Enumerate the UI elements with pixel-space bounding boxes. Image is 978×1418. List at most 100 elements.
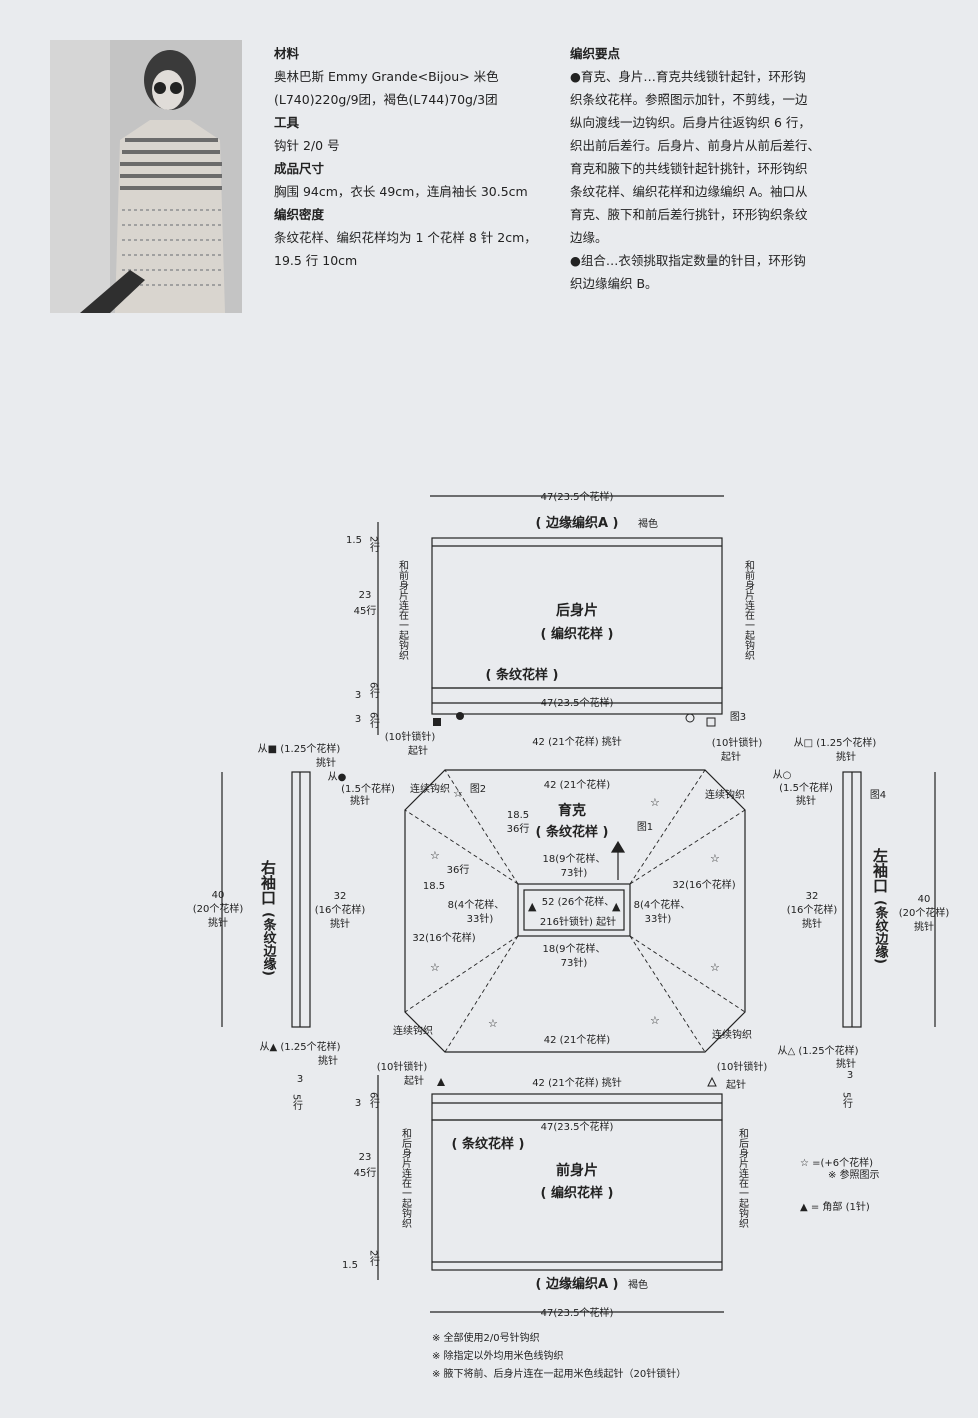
right-cuff-tri-pick: 挑针 <box>318 1054 338 1067</box>
footnote: ※ 除指定以外均用米色线钩织 <box>432 1351 564 1362</box>
yoke-depth-rows: 36行 <box>507 822 530 835</box>
points-line: 条纹花样、编织花样和边缘编织 A。袖口从 <box>570 184 808 199</box>
points-line: 织出前后差行。后身片、前身片从前后差行、 <box>570 138 821 153</box>
open-triangle-marker <box>707 1076 717 1087</box>
star-mark: ☆ <box>650 1014 660 1027</box>
yoke-side-rows: 36行 <box>447 863 470 876</box>
left-cuff-title: 左袖口 <box>871 847 889 893</box>
points-line: ●育克、身片…育克共线锁针起针，环形钩 <box>570 69 806 84</box>
cuff-pattern: (20个花样) <box>193 902 244 915</box>
dim-front-body-cm: 23 <box>359 1152 372 1163</box>
cuff-pick: 挑针 <box>208 916 228 929</box>
yoke-bottom-count: 18(9个花样、 <box>543 942 606 955</box>
right-cuff-pick15: (1.5个花样) <box>341 782 395 795</box>
gauge-line1: 条纹花样、编织花样均为 1 个花样 8 针 2cm， <box>274 230 537 245</box>
back-edge-label: ( 边缘编织A ) <box>536 515 619 531</box>
star-mark: ☆ <box>650 796 660 809</box>
corner-marker: ▲ <box>528 900 537 913</box>
yoke-right-side: 32(16个花样) <box>672 878 735 891</box>
front-edge-color: 褐色 <box>628 1278 648 1291</box>
front-body-outline <box>431 1119 723 1271</box>
back-hem-width: 47(23.5个花样) <box>541 696 614 709</box>
spec-column: 材料 奥林巴斯 Emmy Grande<Bijou> 米色 (L740)220g… <box>274 42 554 272</box>
dim-edge-cm: 1.5 <box>346 535 362 546</box>
front-side-join-left: 和后身片连在一起钩织 <box>400 1128 412 1229</box>
yoke-top-width: 42 (21个花样) <box>544 778 611 791</box>
left-inner-16: (16个花样) <box>787 903 838 916</box>
dim-diff-rows: 6行 <box>368 712 380 729</box>
cont-label-br: 连续钩织 <box>712 1028 752 1041</box>
left-inner-32: 32 <box>806 891 819 902</box>
back-stripe-label: ( 条纹花样 ) <box>486 667 559 683</box>
dim-diff-cm: 3 <box>355 714 361 725</box>
right-cuff-from-circ: 从● <box>328 772 347 783</box>
cont-label-bl: 连续钩织 <box>393 1024 433 1037</box>
top-width-label: 47(23.5个花样) <box>541 490 614 503</box>
tools-line1: 钩针 2/0 号 <box>274 138 340 153</box>
right-cuff-pick15-b: 挑针 <box>350 794 370 807</box>
tools-heading: 工具 <box>274 115 300 130</box>
star-mark: ☆ <box>430 849 440 862</box>
front-body-pattern: ( 编织花样 ) <box>541 1185 614 1201</box>
left-cuff-from-sq: 从□ (1.25个花样) <box>794 736 877 749</box>
front-hem-width: 47(23.5个花样) <box>541 1120 614 1133</box>
yoke-bottom-stitches: 73针) <box>561 956 588 969</box>
star-mark: ☆ <box>488 1017 498 1030</box>
left-cuff-rows5: 5行 <box>841 1092 853 1109</box>
footnotes: ※ 全部使用2/0号针钩织 ※ 除指定以外均用米色线钩织 ※ 腋下将前、后身片连… <box>432 1330 686 1384</box>
legend-corner: ▲ = 角部 (1针) <box>800 1200 870 1213</box>
points-line: 育克、腋下和前后差行挑针，环形钩织条纹 <box>570 207 808 222</box>
footnote: ※ 全部使用2/0号针钩织 <box>432 1333 540 1344</box>
yoke-title: 育克 <box>558 802 586 819</box>
yoke-pattern: ( 条纹花样 ) <box>536 824 609 840</box>
dim-edge-rows: 2行 <box>368 536 380 553</box>
materials-line2: (L740)220g/9团，褐色(L744)70g/3团 <box>274 92 498 107</box>
back-pick-label: 42 (21个花样) 挑针 <box>532 735 622 748</box>
legend-star: ☆ =(+6个花样) <box>800 1156 873 1169</box>
right-cuff-pick: 挑针 <box>316 756 336 769</box>
yoke-left-side: 32(16个花样) <box>412 931 475 944</box>
dim-front-body-rows: 45行 <box>354 1166 377 1179</box>
left-cuff-pick15-b: 挑针 <box>796 794 816 807</box>
front-side-join-right: 和后身片连在一起钩织 <box>737 1128 749 1229</box>
right-cuff-from-tri: 从▲ (1.25个花样) <box>260 1040 341 1053</box>
points-line: 边缘。 <box>570 230 608 245</box>
yoke-bottom-width: 42 (21个花样) <box>544 1033 611 1046</box>
dim-stripe-rows: 6行 <box>368 682 380 699</box>
points-line: 纵向渡线一边钩织。后身片往返钩织 6 行， <box>570 115 811 130</box>
yoke-right-stitches: 33针) <box>645 912 672 925</box>
yoke-right-count: 8(4个花样、 <box>634 898 691 911</box>
right-cuff-rows5: 5行 <box>291 1094 303 1111</box>
front-right-start: 起针 <box>726 1078 746 1091</box>
left-cuff-from-circ: 从○ <box>773 770 792 781</box>
size-heading: 成品尺寸 <box>274 161 325 176</box>
filled-circle-marker <box>456 712 464 720</box>
gauge-line2: 19.5 行 10cm <box>274 253 358 268</box>
front-pick-label: 42 (21个花样) 挑针 <box>532 1076 622 1089</box>
dim-front-edge-rows: 2行 <box>368 1250 380 1267</box>
back-edge-color: 褐色 <box>638 517 658 530</box>
yoke-depth: 18.5 <box>507 810 529 821</box>
right-cuff-from-sq: 从■ (1.25个花样) <box>258 742 341 755</box>
points-heading: 编织要点 <box>570 46 621 61</box>
left-cuff-pick: 挑针 <box>836 750 856 763</box>
star-mark: ☆ <box>453 787 463 800</box>
back-left-chain: (10针锁针) <box>385 730 436 743</box>
dim-body-cm: 23 <box>359 590 372 601</box>
right-cuff-rows3: 3 <box>297 1074 303 1085</box>
open-circle-marker <box>685 713 695 723</box>
yoke-left-count: 8(4个花样、 <box>448 898 505 911</box>
front-body-title: 前身片 <box>556 1162 598 1179</box>
star-mark: ☆ <box>430 961 440 974</box>
gauge-heading: 编织密度 <box>274 207 325 222</box>
model-photo-illustration <box>50 40 242 313</box>
dim-body-rows: 45行 <box>354 604 377 617</box>
yoke-top-stitches: 73针) <box>561 866 588 879</box>
bottom-width-label: 47(23.5个花样) <box>541 1306 614 1319</box>
left-cuff-pick15: (1.5个花样) <box>779 781 833 794</box>
corner-marker: ▲ <box>612 900 621 913</box>
filled-square-marker <box>433 718 441 726</box>
left-cuff-from-tri: 从△ (1.25个花样) <box>778 1044 859 1057</box>
right-cuff-outline <box>291 771 311 1028</box>
star-mark: ☆ <box>710 961 720 974</box>
